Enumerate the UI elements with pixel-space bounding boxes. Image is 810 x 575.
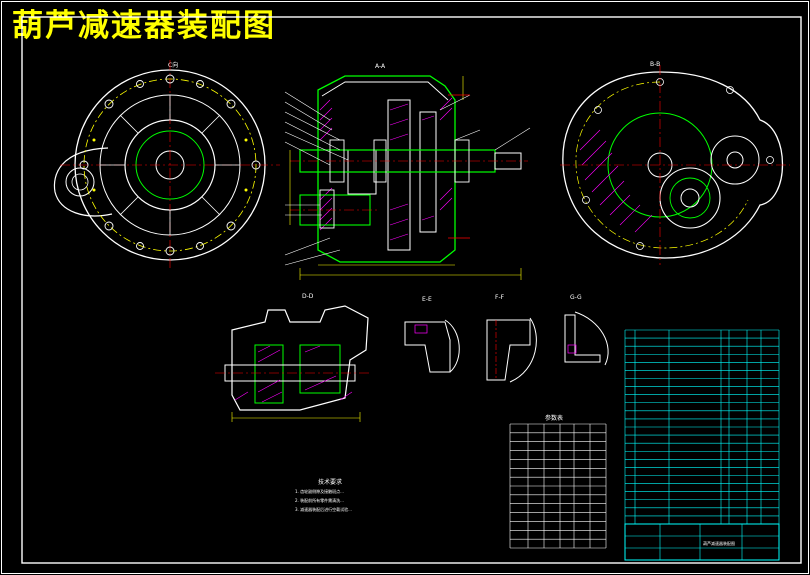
tech-item-2: 2. 装配前所有零件需清洗... (295, 497, 344, 503)
main-section-view: A-A (284, 63, 531, 280)
housing-inner-top (321, 81, 449, 101)
tech-requirements: 技术要求 1. 齿轮副侧隙及接触斑点... 2. 装配前所有零件需清洗... 3… (295, 478, 352, 512)
bolt-markers (92, 138, 248, 192)
tech-heading: 技术要求 (318, 478, 342, 486)
left-view-label: C向 (168, 61, 178, 69)
flange-ribs (100, 95, 240, 235)
housing-hatch (319, 97, 453, 231)
large-gear-circle (659, 167, 721, 229)
tech-item-1: 1. 齿轮副侧隙及接触斑点... (295, 488, 344, 494)
left-end-view: C向 (53, 60, 280, 270)
lower-housing-outline (231, 305, 369, 411)
title-block-frame (624, 523, 780, 561)
right-end-view: B-B (560, 61, 790, 265)
lug-hole-inner (71, 173, 89, 191)
section-d-label: D-D (302, 293, 314, 300)
detail-e-part (404, 321, 451, 373)
part-leaders (284, 91, 531, 266)
detail-g-break (574, 311, 609, 366)
parts-list-grid (624, 329, 780, 525)
idler-gear-circle (710, 135, 760, 185)
detail-view-g: G-G (564, 294, 609, 366)
large-gear-hub (680, 188, 700, 208)
dimension-lines (289, 76, 522, 280)
right-bolt-circle (575, 81, 749, 249)
detail-e-break (444, 319, 460, 373)
lower-dimensions (231, 412, 361, 422)
bearings (319, 139, 470, 229)
lower-section-view: D-D (215, 293, 370, 422)
parameter-table: 参数表 (509, 414, 607, 549)
lug-hole (65, 167, 95, 197)
detail-view-e: E-E (404, 296, 460, 373)
housing-outline (317, 75, 456, 263)
detail-f-break (509, 317, 537, 383)
detail-g-label: G-G (570, 294, 582, 301)
large-gear (387, 99, 411, 251)
tech-item-3: 3. 减速器装配后进行空载试验... (295, 506, 352, 512)
detail-g-part (564, 314, 601, 363)
title-block-name: 葫芦减速器装配图 (703, 540, 735, 546)
detail-f-label: F-F (495, 294, 505, 301)
lower-gear-2 (299, 344, 341, 394)
lower-gear (254, 344, 284, 404)
detail-e-label: E-E (422, 296, 432, 303)
lower-hatch (234, 345, 353, 403)
right-hatch (579, 129, 653, 233)
large-gear-pitch (669, 177, 711, 219)
parts-list (624, 329, 780, 525)
inner-frame (21, 16, 802, 564)
detail-view-f: F-F (486, 294, 537, 383)
left-lug-outline (53, 147, 113, 217)
param-table-grid (509, 423, 607, 549)
gear-hatch (389, 103, 435, 241)
detail-e-key (414, 324, 428, 334)
detail-f-part (486, 319, 531, 381)
idler-gear-hub (726, 151, 744, 169)
param-table-heading: 参数表 (545, 414, 563, 422)
section-a-label: A-A (375, 63, 386, 70)
bolt-holes (79, 74, 261, 256)
drawing-title: 葫芦减速器装配图 (12, 8, 276, 44)
section-b-label: B-B (650, 61, 660, 68)
housing-bolts (448, 94, 470, 239)
right-bolt-holes (582, 78, 774, 250)
right-housing-outline (562, 71, 784, 259)
title-block: 葫芦减速器装配图 (624, 523, 780, 561)
detail-g-bolt (567, 344, 577, 354)
